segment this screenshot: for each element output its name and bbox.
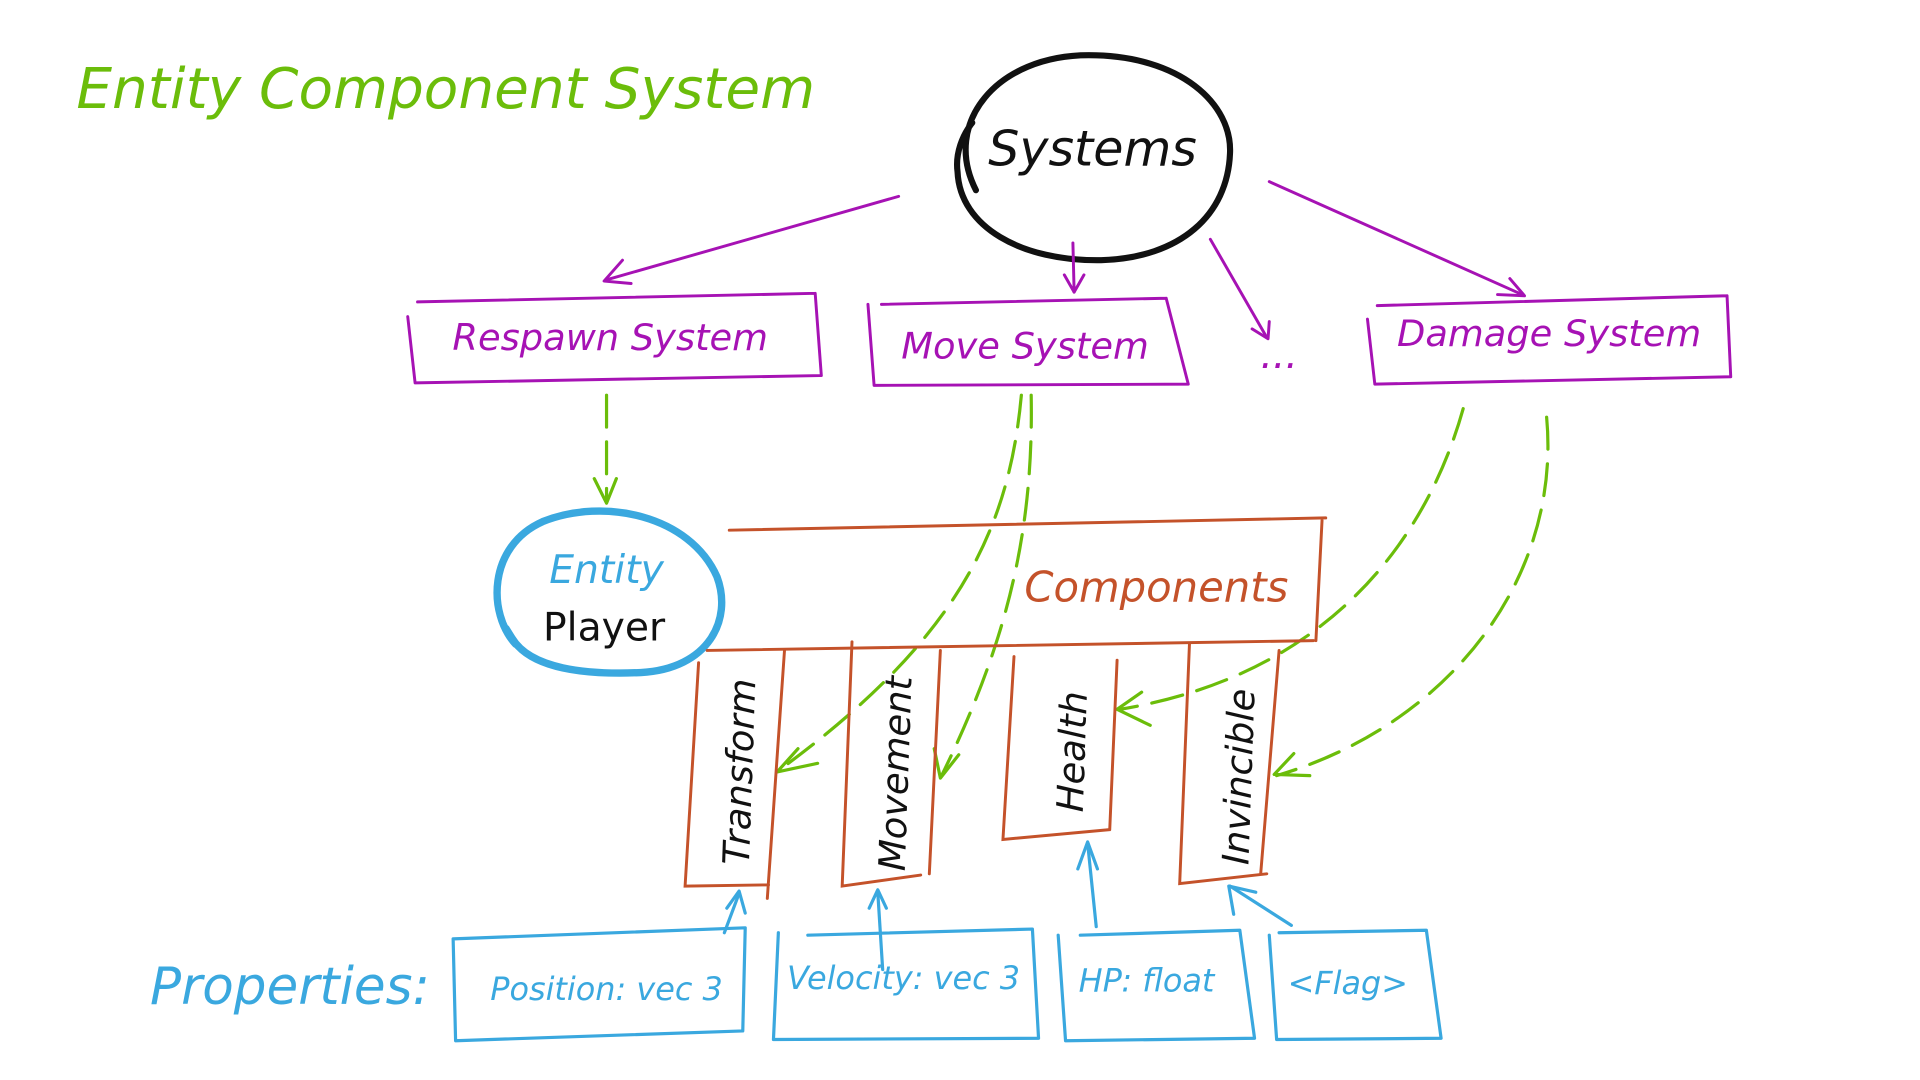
system-label-damage: Damage System (1397, 312, 1701, 355)
entity-name: Player (543, 606, 666, 651)
arrowhead-respawn (602, 258, 633, 285)
components-label: Components (1024, 562, 1288, 611)
property-position: Position: vec 3 (451, 926, 747, 1043)
property-velocity: Velocity: vec 3 (771, 927, 1041, 1042)
entity-type-label: Entity (549, 548, 664, 593)
component-label-movement: Movement (871, 674, 921, 872)
components-box: Components (705, 516, 1328, 652)
arrow-move-to-movement (939, 393, 1033, 778)
arrow-damage-to-health (1117, 407, 1465, 711)
properties-label: Properties: (150, 957, 430, 1017)
entity-circle (493, 507, 726, 677)
system-label-more: ... (1260, 333, 1297, 378)
arrow-damage-to-invincible (1275, 415, 1550, 778)
component-transform: Transform (683, 648, 786, 900)
system-arrows (602, 180, 1527, 341)
component-invincible: Invincible (1178, 641, 1281, 886)
component-label-health: Health (1049, 690, 1096, 812)
arrowhead-damage (1496, 277, 1527, 298)
entity-node: Entity Player (493, 507, 726, 677)
component-label-invincible: Invincible (1214, 688, 1263, 866)
arrowhead-move (1062, 273, 1086, 294)
systems-node-label: Systems (988, 120, 1197, 178)
property-label-position: Position: vec 3 (490, 970, 723, 1008)
component-label-transform: Transform (715, 678, 764, 866)
property-arrows (722, 840, 1293, 972)
systems-node: Systems (954, 52, 1234, 264)
property-label-hp: HP: float (1079, 962, 1216, 1000)
arrow-systems-to-more (1208, 237, 1269, 339)
component-health: Health (1001, 655, 1119, 842)
system-label-respawn: Respawn System (452, 316, 768, 359)
arrowhead-more (1250, 320, 1271, 341)
arrow-systems-to-damage (1267, 180, 1524, 297)
property-hp: HP: float (1056, 928, 1257, 1043)
arrow-systems-to-move (1071, 241, 1076, 294)
system-box-move: Move System (866, 296, 1190, 387)
arrow-move-to-transform (776, 393, 1023, 773)
system-box-damage: Damage System (1365, 294, 1733, 386)
system-box-respawn: Respawn System (406, 291, 823, 385)
systems-circle (954, 52, 1234, 264)
arrow-systems-to-respawn (605, 194, 901, 282)
property-label-flag: <Flag> (1288, 964, 1408, 1002)
property-label-velocity: Velocity: vec 3 (787, 959, 1020, 997)
diagram-title: Entity Component System (76, 57, 815, 122)
property-flag: <Flag> (1267, 928, 1443, 1042)
component-movement: Movement (840, 640, 942, 888)
system-label-move: Move System (901, 324, 1149, 367)
